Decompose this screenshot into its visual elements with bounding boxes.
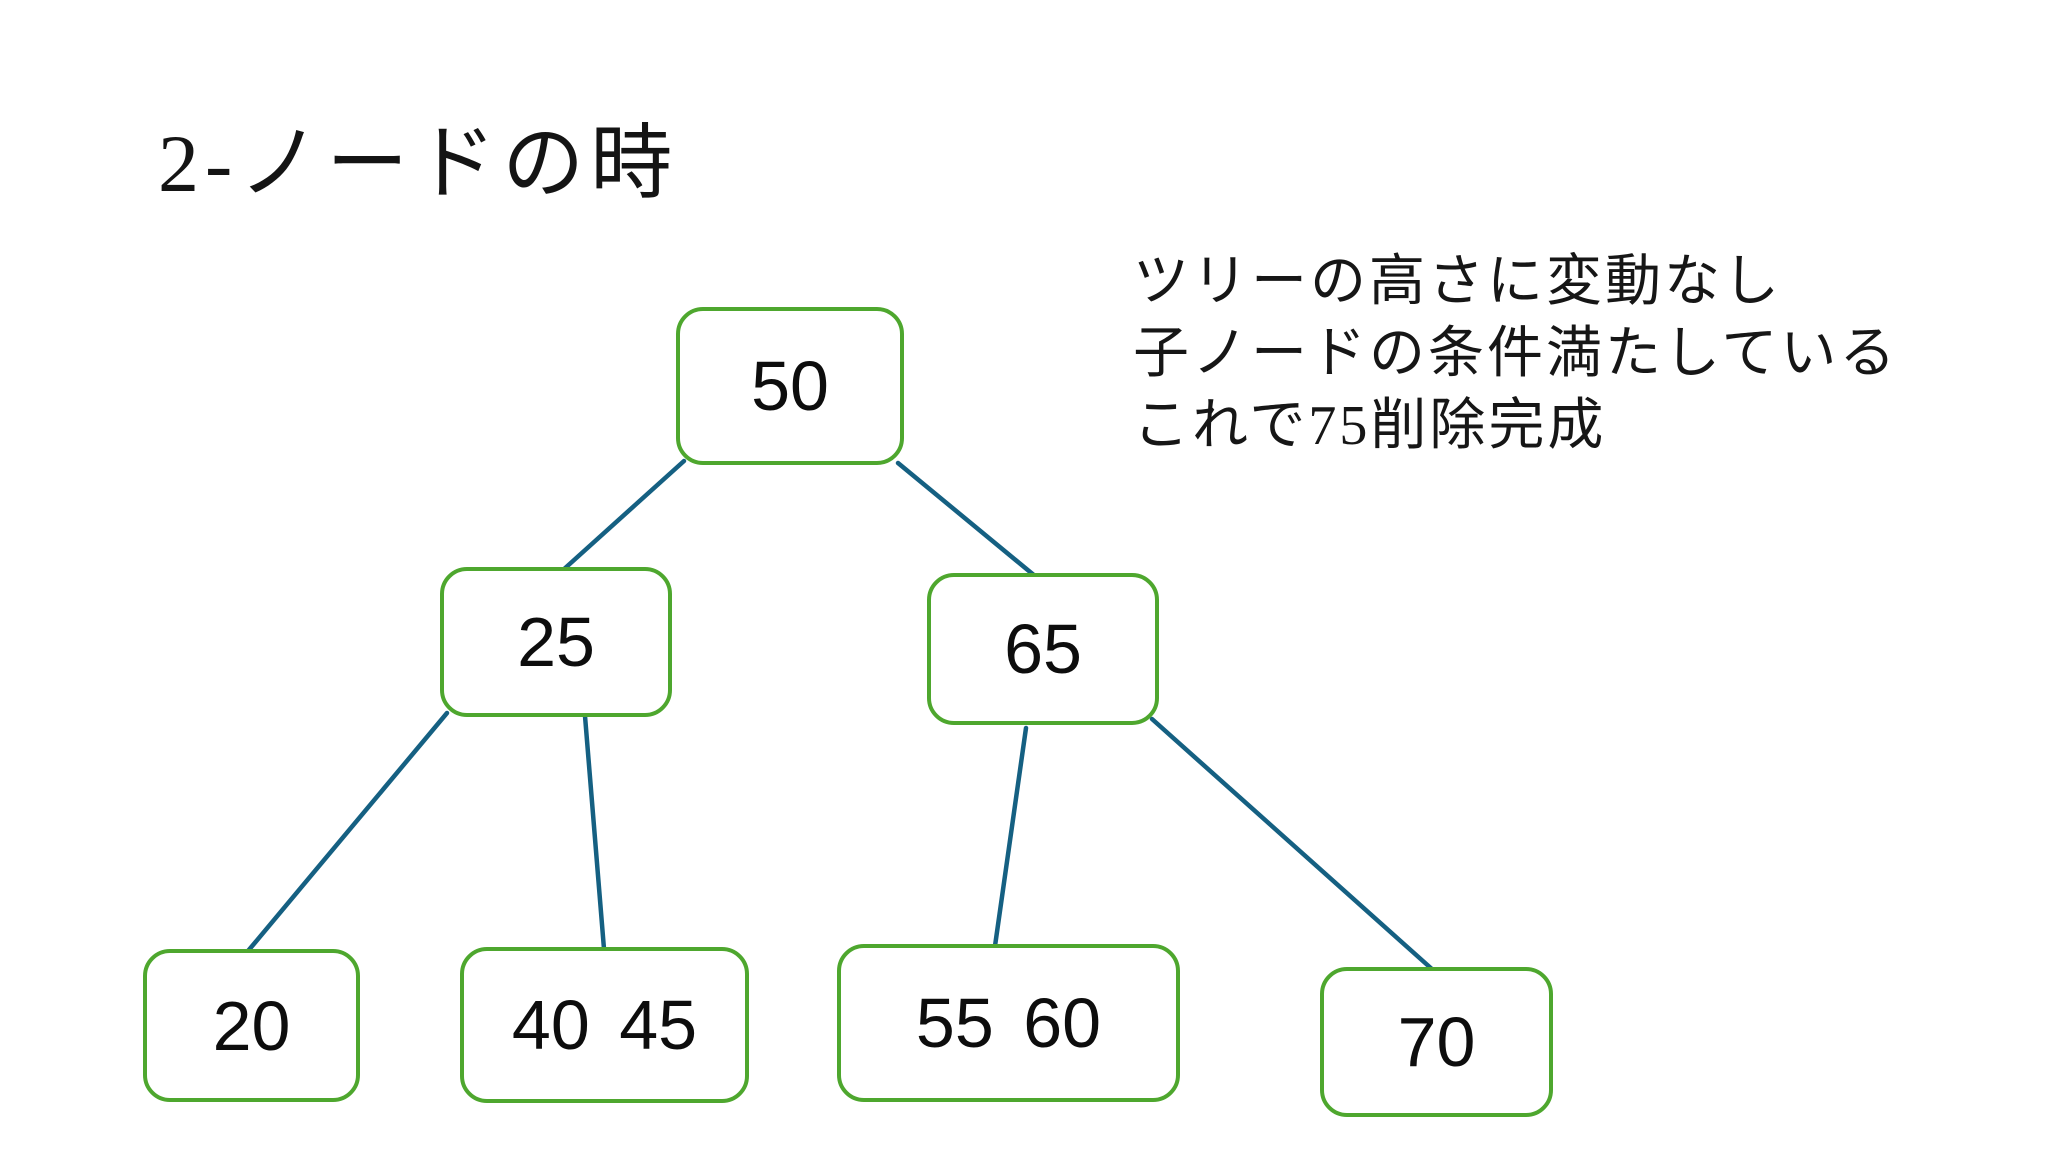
tree-node-40-45-label: 40 45 <box>511 986 698 1064</box>
tree-node-70-label: 70 <box>1397 1003 1476 1081</box>
edge-50-25 <box>560 458 687 573</box>
tree-node-65-label: 65 <box>1004 610 1082 688</box>
tree-node-50-label: 50 <box>751 347 829 425</box>
slide-title: 2-ノードの時 <box>158 118 679 209</box>
annotation-line-1: ツリーの高さに変動なし <box>1133 251 1782 313</box>
annotation-block: ツリーの高さに変動なし 子ノードの条件満たしている これで75削除完成 <box>1133 246 1898 462</box>
edge-25-4045 <box>582 713 607 952</box>
tree-node-70: 70 <box>1320 967 1553 1117</box>
tree-node-50: 50 <box>676 307 904 465</box>
tree-node-65: 65 <box>927 573 1159 725</box>
tree-node-55-60-label: 55 60 <box>915 984 1102 1062</box>
tree-node-55-60: 55 60 <box>837 944 1180 1102</box>
tree-node-20-label: 20 <box>212 986 291 1065</box>
edge-65-70 <box>1149 716 1436 973</box>
annotation-line-2: 子ノードの条件満たしている <box>1133 323 1899 385</box>
tree-node-25: 25 <box>440 567 672 717</box>
edge-25-20 <box>245 710 450 954</box>
annotation-line-3: これで75削除完成 <box>1133 395 1607 457</box>
tree-node-20: 20 <box>143 949 360 1102</box>
tree-node-25-label: 25 <box>517 603 595 681</box>
edge-65-5560 <box>992 725 1029 949</box>
tree-node-40-45: 40 45 <box>460 947 749 1103</box>
edge-50-65 <box>895 460 1038 579</box>
